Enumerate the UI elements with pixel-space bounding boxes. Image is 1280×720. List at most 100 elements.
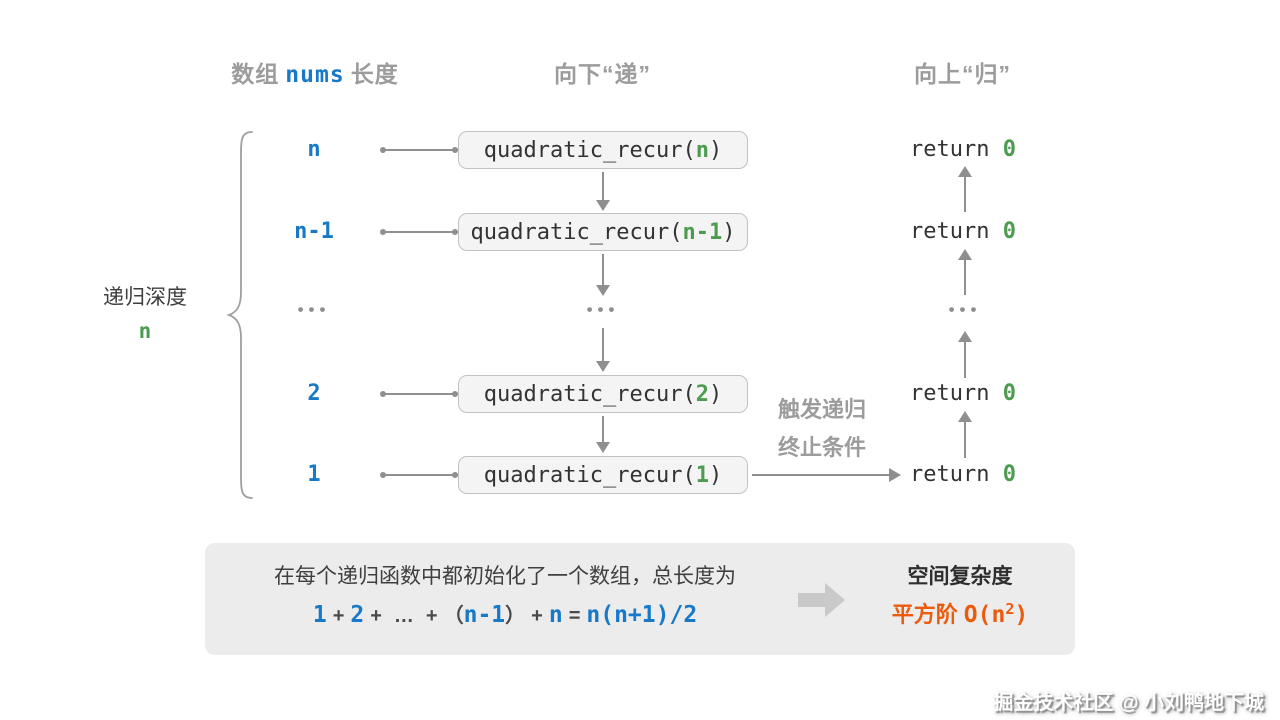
connector-dot [452,147,458,153]
big-arrow-head-icon [825,583,845,617]
call-post: ) [722,219,736,245]
formula-op: = [568,605,581,627]
complexity-title: 空间复杂度 [907,565,1013,588]
watermark: 掘金技术社区 @ 小刘鸭地下城 [993,692,1264,714]
down-arrow-line [602,416,604,444]
big-o-post: ) [1014,602,1029,628]
return-statement: return 0 [910,461,1016,489]
down-arrow-icon [596,442,610,453]
row-label-1: 1 [307,462,321,487]
return-statement: return 0 [910,380,1016,408]
formula-paren: ） [505,605,526,627]
call-arg: n-1 [682,219,723,245]
connector-line [384,231,458,233]
formula-term: n-1 [463,602,506,628]
call-box-2: quadratic_recur(2) [458,375,748,413]
call-pre: quadratic_recur( [483,381,696,407]
call-post: ) [708,137,723,163]
down-arrow-icon [596,361,610,372]
up-arrow-line [964,176,966,212]
ellipsis-right: ••• [948,300,982,319]
return-value: 0 [1002,219,1016,244]
down-arrow-line [602,328,604,363]
connector-line [384,474,458,476]
formula-ellipsis: … [393,605,414,627]
down-arrow-line [602,254,604,287]
summary-formula: 1+2+…+（n-1）+n=n(n+1)/2 [205,599,805,628]
return-statement: return 0 [910,218,1016,246]
row-label-n: n [307,137,321,162]
header-array-suffix: 长度 [350,61,399,87]
ellipsis-middle: ••• [586,300,620,319]
return-keyword: return [910,137,1003,162]
header-upward: 向上“归” [914,61,1011,87]
up-arrow-line [964,341,966,378]
trigger-note-line2: 终止条件 [777,435,866,460]
call-pre: quadratic_recur( [470,219,683,245]
return-keyword: return [910,219,1003,244]
recursion-depth-label: 递归深度 n [70,281,220,343]
return-statement: return 0 [910,136,1016,164]
call-box-n: quadratic_recur(n) [458,131,748,169]
recursion-depth-text: 递归深度 [103,286,187,309]
connector-dot [452,229,458,235]
call-box-1: quadratic_recur(1) [458,456,748,494]
formula-op: + [425,605,438,627]
recursion-depth-value: n [138,319,152,343]
header-array-var: nums [285,62,345,88]
formula-term: 2 [350,602,365,628]
up-arrow-icon [958,249,972,260]
header-downward: 向下“递” [554,61,651,87]
summary-text: 在每个递归函数中都初始化了一个数组，总长度为 [274,565,736,588]
up-arrow-icon [958,331,972,342]
big-o-exp: 2 [1005,600,1015,618]
formula-op: + [370,605,382,627]
return-keyword: return [910,381,1003,406]
up-arrow-line [964,259,966,295]
up-arrow-icon [958,166,972,177]
formula-op: + [332,605,345,627]
connector-dot [380,229,386,235]
call-arg: 1 [695,462,709,488]
formula-result: n(n+1)/2 [586,602,698,628]
formula-term: n [548,602,563,628]
formula-op: + [531,605,543,627]
call-arg: 2 [695,381,709,407]
return-value: 0 [1002,462,1016,487]
up-arrow-icon [958,411,972,422]
trigger-note: 触发递归 终止条件 [760,391,884,467]
ellipsis-left: ••• [297,300,331,319]
down-arrow-icon [596,285,610,296]
formula-paren: （ [443,605,464,627]
connector-dot [380,391,386,397]
down-arrow-icon [596,200,610,211]
base-case-arrow-line [752,474,890,476]
call-post: ) [708,381,723,407]
connector-dot [380,147,386,153]
connector-dot [452,391,458,397]
return-keyword: return [910,462,1003,487]
right-arrow-icon [889,468,901,482]
big-o-pre: O(n [963,602,1006,628]
connector-line [384,393,458,395]
down-arrow-line [602,172,604,202]
connector-dot [452,472,458,478]
call-pre: quadratic_recur( [483,137,696,163]
call-box-n-1: quadratic_recur(n-1) [458,213,748,251]
connector-dot [380,472,386,478]
call-pre: quadratic_recur( [483,462,696,488]
return-value: 0 [1002,381,1016,406]
row-label-n-1: n-1 [294,219,334,244]
call-post: ) [708,462,723,488]
trigger-note-line1: 触发递归 [777,397,866,422]
call-arg: n [695,137,709,163]
row-label-2: 2 [307,381,321,406]
summary-panel: 在每个递归函数中都初始化了一个数组，总长度为 1+2+…+（n-1）+n=n(n… [205,543,1075,655]
curly-brace [226,131,253,499]
big-arrow-icon [798,593,825,607]
connector-line [384,149,458,151]
formula-term: 1 [312,602,327,628]
